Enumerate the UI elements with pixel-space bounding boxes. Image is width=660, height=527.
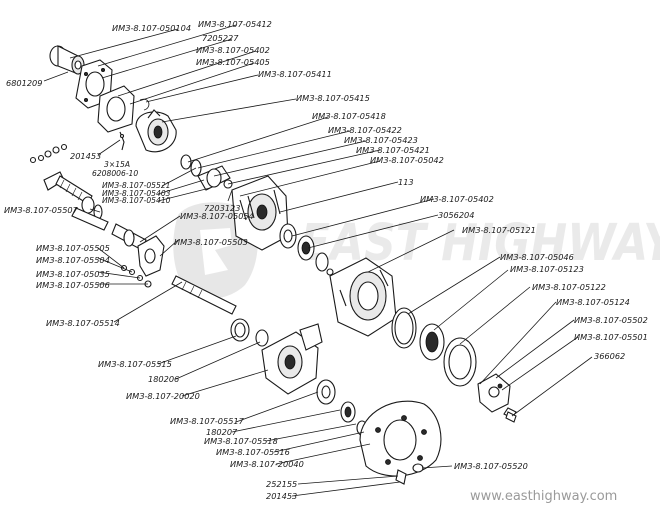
label-05503: ИМЗ-8.107-05503 bbox=[174, 237, 248, 247]
bottom-fasteners bbox=[395, 463, 424, 485]
crown-gear-part bbox=[359, 400, 442, 477]
label-05521: ИМЗ-8.107-05521 bbox=[102, 181, 170, 190]
label-05054: ИМЗ-8.107-05054 bbox=[180, 211, 254, 221]
label-05501: ИМЗ-8.107-05501 bbox=[574, 332, 648, 342]
cover-part bbox=[135, 109, 177, 153]
label-05415: ИМЗ-8.107-05415 bbox=[296, 93, 370, 103]
label-05422: ИМЗ-8.107-05422 bbox=[328, 125, 402, 135]
label-05515: ИМЗ-8.107-05515 bbox=[98, 359, 172, 369]
ring-set bbox=[391, 307, 477, 387]
label-05402-mid: ИМЗ-8.107-05402 bbox=[420, 194, 494, 204]
final-drive-housing-part bbox=[329, 257, 397, 337]
carrier-part bbox=[261, 323, 323, 395]
label-05506: ИМЗ-8.107-05506 bbox=[36, 280, 110, 290]
label-05402-top: ИМЗ-8.107-05402 bbox=[196, 45, 270, 55]
label-05516: ИМЗ-8.107-05516 bbox=[216, 447, 290, 457]
label-6801209: 6801209 bbox=[6, 78, 42, 88]
universal-joint-part bbox=[477, 373, 517, 419]
label-366062: 366062 bbox=[594, 351, 625, 361]
part-labels: ИМЗ-8.107-050104 ИМЗ-8.107-05412 7205227… bbox=[4, 19, 648, 501]
gasket-part bbox=[97, 85, 135, 133]
label-20020: ИМЗ-8.107-20020 bbox=[126, 391, 200, 401]
label-180206: 180206 bbox=[148, 374, 179, 384]
label-05418: ИМЗ-8.107-05418 bbox=[312, 111, 386, 121]
drive-shaft-part bbox=[171, 275, 269, 347]
label-05421: ИМЗ-8.107-05421 bbox=[356, 145, 430, 155]
label-05411: ИМЗ-8.107-05411 bbox=[258, 69, 332, 79]
small-hardware bbox=[29, 131, 125, 164]
leader-lines bbox=[43, 24, 593, 497]
label-05122: ИМЗ-8.107-05122 bbox=[532, 282, 606, 292]
label-05518: ИМЗ-8.107-05518 bbox=[204, 436, 278, 446]
parts-drawing bbox=[29, 45, 517, 485]
label-05502: ИМЗ-8.107-05502 bbox=[574, 315, 648, 325]
label-05042: ИМЗ-8.107-05042 bbox=[370, 155, 444, 165]
label-05410: ИМЗ-8.107-05410 bbox=[102, 196, 171, 205]
sleeve-part bbox=[49, 45, 85, 75]
label-05035: ИМЗ-8.107-05035 bbox=[36, 269, 110, 279]
label-05121: ИМЗ-8.107-05121 bbox=[462, 225, 536, 235]
label-20040: ИМЗ-8.107-20040 bbox=[230, 459, 304, 469]
label-05505: ИМЗ-8.107-05505 bbox=[36, 243, 110, 253]
label-252155: 252155 bbox=[266, 479, 297, 489]
label-7203123: 7203123 bbox=[204, 203, 240, 213]
label-05405: ИМЗ-8.107-05405 bbox=[196, 57, 270, 67]
label-05403: ИМЗ-8.107-05403 bbox=[102, 189, 171, 198]
label-05520: ИМЗ-8.107-05520 bbox=[454, 461, 528, 471]
label-05423: ИМЗ-8.107-05423 bbox=[344, 135, 418, 145]
label-05046: ИМЗ-8.107-05046 bbox=[500, 252, 574, 262]
label-7205227: 7205227 bbox=[202, 33, 239, 43]
label-3x15a: 3×15А bbox=[104, 160, 130, 169]
label-05514: ИМЗ-8.107-05514 bbox=[46, 318, 120, 328]
label-05504: ИМЗ-8.107-05504 bbox=[36, 255, 110, 265]
snap-ring-part bbox=[139, 98, 150, 111]
label-05507: ИМЗ-8.107-05507 bbox=[4, 205, 79, 215]
website-watermark: www.easthighway.com bbox=[470, 489, 617, 504]
label-113: 113 bbox=[398, 177, 414, 187]
yoke-part bbox=[137, 235, 165, 277]
label-05517: ИМЗ-8.107-05517 bbox=[170, 416, 245, 426]
label-201453-top: 201453 bbox=[70, 151, 101, 161]
label-6208006-10: 6208006-10 bbox=[92, 169, 138, 178]
label-3056204: 3056204 bbox=[438, 210, 474, 220]
label-201453-bottom: 201453 bbox=[266, 491, 297, 501]
gear-set bbox=[180, 154, 233, 191]
bearing-set bbox=[279, 223, 334, 276]
label-05123: ИМЗ-8.107-05123 bbox=[510, 264, 584, 274]
label-05412: ИМЗ-8.107-05412 bbox=[198, 19, 272, 29]
label-05124: ИМЗ-8.107-05124 bbox=[556, 297, 630, 307]
spline-shaft-part bbox=[43, 171, 147, 251]
label-180207: 180207 bbox=[206, 427, 238, 437]
label-050104: ИМЗ-8.107-050104 bbox=[112, 23, 191, 33]
